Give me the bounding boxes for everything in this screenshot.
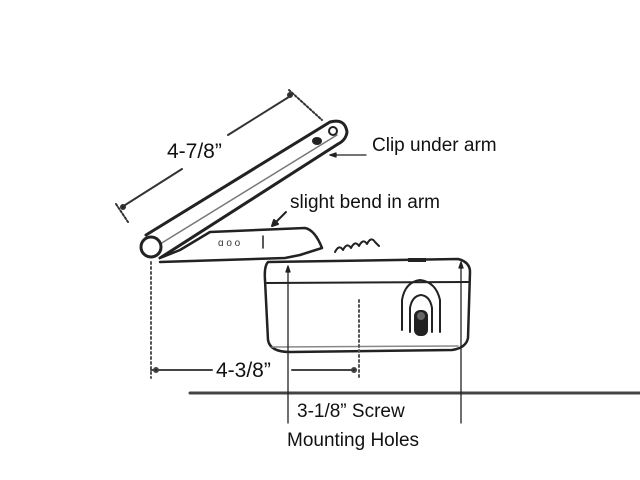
screw-hole-leaders (285, 261, 464, 424)
gear-teeth (334, 238, 380, 253)
arm-length-label: 4-7/8” (167, 140, 222, 163)
svg-text:ɑ o o: ɑ o o (218, 238, 241, 249)
bend-leader-arrow (271, 211, 287, 227)
operator-link: ɑ o o (158, 226, 324, 264)
base-dimension-line (150, 367, 357, 373)
clip-label: Clip under arm (372, 135, 497, 156)
screw-holes-label-line1: 3-1/8” Screw (297, 401, 405, 422)
operator-body (263, 257, 472, 354)
clip-leader-arrow (329, 152, 367, 158)
screw-holes-label-line2: Mounting Holes (287, 430, 420, 451)
bend-label: slight bend in arm (290, 192, 440, 213)
base-length-label: 4-3/8” (216, 359, 271, 382)
operator-arm (139, 119, 349, 260)
arm-dimension-line (115, 89, 323, 223)
